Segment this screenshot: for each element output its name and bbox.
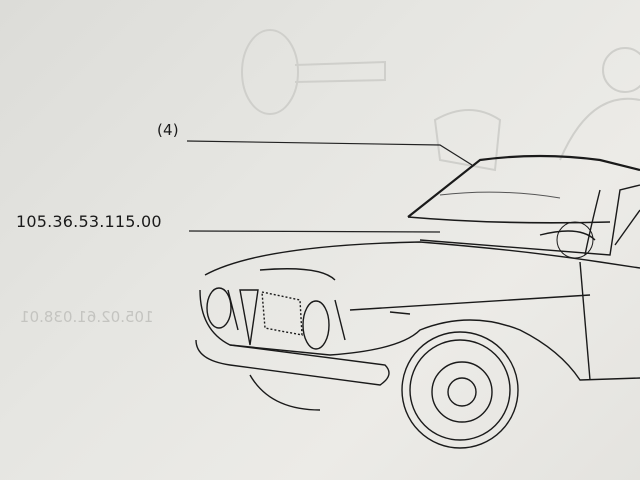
leader-lines [186, 140, 473, 233]
car-body [195, 184, 640, 449]
leader-line-item-4 [186, 140, 473, 166]
item-number-callout: (4) [157, 121, 179, 139]
show-through-part-number: 105.02.61.038.01 [20, 308, 154, 326]
leader-line-part-number [188, 230, 441, 233]
show-through-ghost-drawing [241, 29, 640, 172]
windscreen [407, 154, 640, 224]
part-number-label: 105.36.53.115.00 [16, 212, 162, 231]
